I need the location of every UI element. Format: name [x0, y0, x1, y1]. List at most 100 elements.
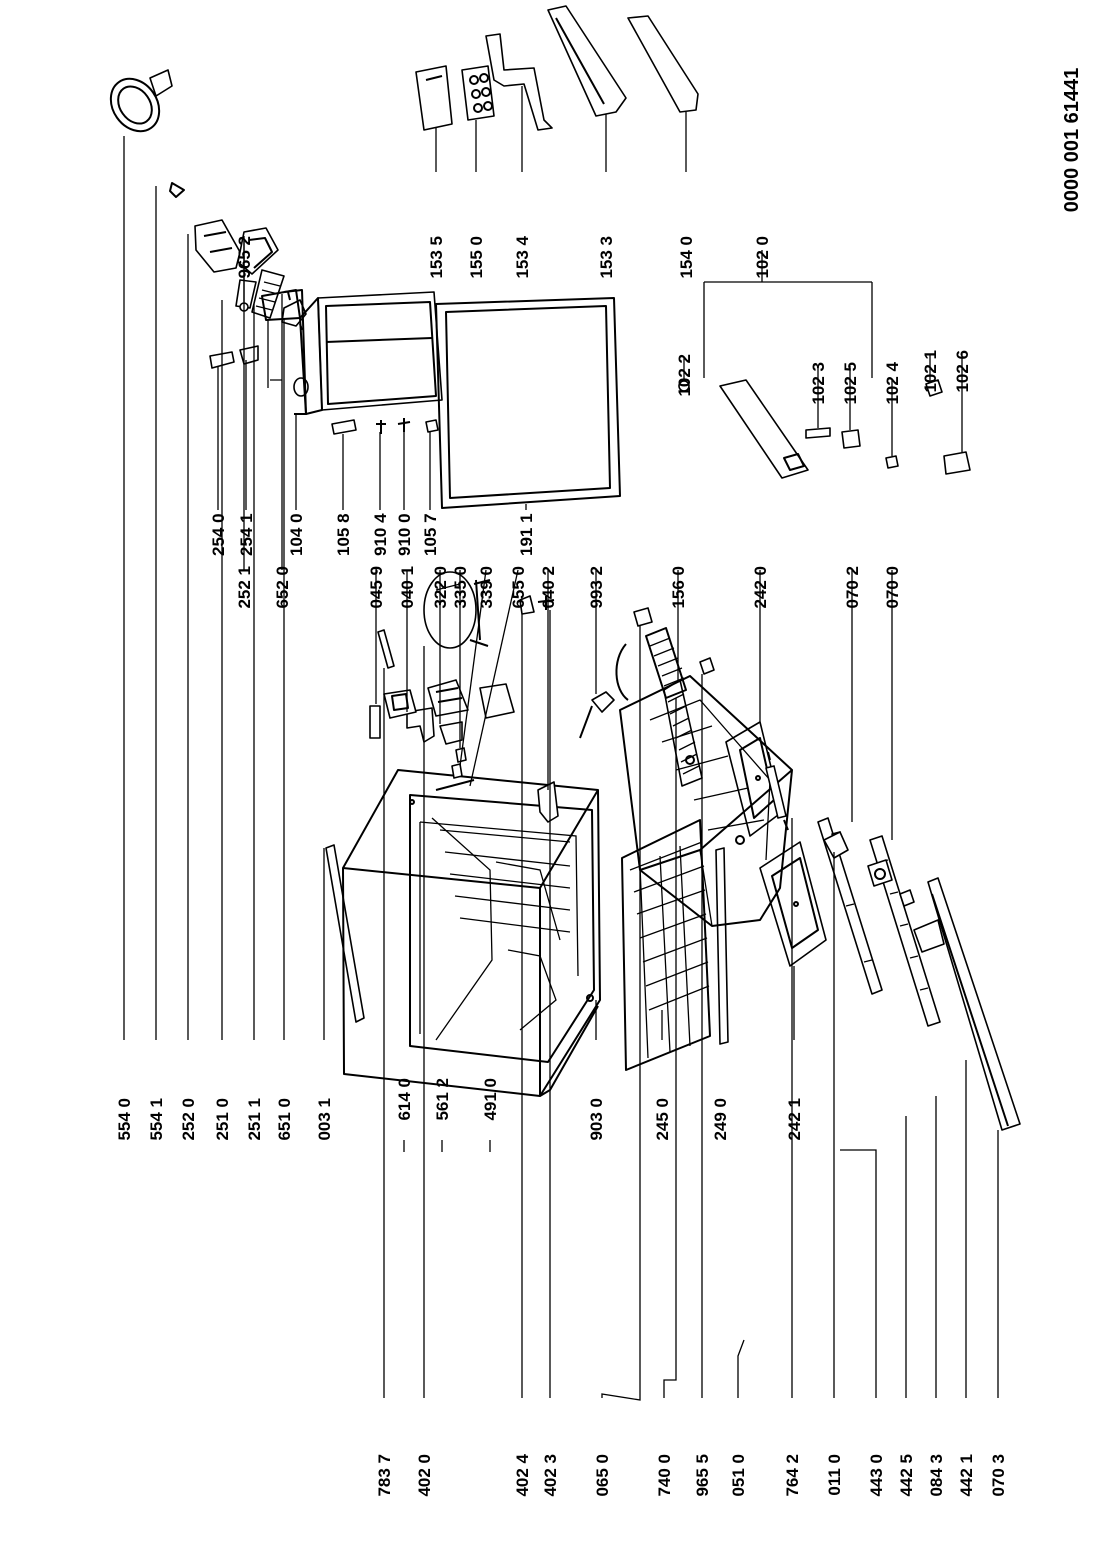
label-910-0: 910 0 — [395, 513, 414, 556]
label-254-0: 254 0 — [209, 513, 228, 556]
part-070-0-rail — [869, 835, 941, 1027]
part-drawings — [109, 5, 1021, 1131]
label-070-3: 070 3 — [989, 1454, 1008, 1497]
part-051-0-base — [619, 675, 793, 927]
label-335-0: 335 0 — [451, 566, 470, 609]
part-442-5 — [867, 859, 893, 887]
label-740-0: 740 0 — [655, 1454, 674, 1497]
label-764-2: 764 2 — [783, 1454, 802, 1497]
part-655-0-part — [435, 779, 475, 791]
label-065-0: 065 0 — [593, 1454, 612, 1497]
part-402-3 — [537, 596, 555, 610]
label-402-4: 402 4 — [513, 1453, 532, 1496]
label-442-5: 442 5 — [897, 1454, 916, 1497]
label-561-2: 561 2 — [433, 1078, 452, 1121]
label-153-4: 153 4 — [513, 235, 532, 278]
part-442-1-bracket — [913, 919, 945, 953]
part-783-7 — [377, 629, 395, 669]
label-402-3: 402 3 — [541, 1454, 560, 1497]
part-554-1-bracket — [169, 182, 185, 198]
label-156-0: 156 0 — [669, 566, 688, 609]
label-903-0: 903 0 — [587, 1098, 606, 1141]
label-655-0: 655 0 — [509, 566, 528, 609]
label-070-0: 070 0 — [883, 566, 902, 609]
part-965-5 — [699, 657, 715, 675]
label-154-0: 154 0 — [677, 236, 696, 279]
label-554-0: 554 0 — [115, 1098, 134, 1141]
label-045-9: 045 9 — [367, 566, 386, 609]
label-102-3: 102 3 — [809, 362, 828, 405]
label-322-0: 322 0 — [431, 566, 450, 609]
part-102-6 — [943, 451, 971, 475]
part-402-0-compressor — [423, 571, 491, 649]
label-102-1: 102 1 — [921, 350, 940, 393]
part-249-0-strip — [715, 847, 729, 1045]
label-254-1: 254 1 — [237, 513, 256, 556]
part-104-0-door — [261, 289, 443, 415]
leader-lines — [123, 86, 999, 1401]
part-554-0-fan — [109, 69, 173, 133]
label-102-2: 102 2 — [675, 354, 694, 397]
label-965-2: 965 2 — [235, 236, 254, 279]
label-491-0: 491 0 — [481, 1078, 500, 1121]
label-614-0: 614 0 — [395, 1078, 414, 1121]
part-003-1-strip — [325, 844, 365, 1023]
part-105-7 — [425, 419, 439, 433]
label-105-8: 105 8 — [334, 513, 353, 556]
part-254-1-handle-part — [239, 345, 259, 365]
part-102-5 — [841, 429, 861, 449]
label-783-7: 783 7 — [375, 1454, 394, 1497]
part-102-2 — [678, 380, 690, 392]
label-402-0: 402 0 — [415, 1454, 434, 1497]
part-102-3 — [805, 427, 831, 439]
label-993-2: 993 2 — [587, 566, 606, 609]
part-402-4 — [519, 595, 535, 615]
label-443-0: 443 0 — [867, 1454, 886, 1497]
part-252-1-cover — [237, 227, 279, 275]
label-251-0: 251 0 — [213, 1098, 232, 1141]
label-652-0: 652 0 — [273, 566, 292, 609]
label-339-0: 339 0 — [477, 566, 496, 609]
part-labels: 554 0 554 1 252 0 251 0 251 1 651 0 003 … — [115, 235, 1008, 1496]
part-910-0 — [397, 418, 411, 432]
part-245-0-shelf — [621, 819, 711, 1071]
part-153-4-shelf — [485, 33, 553, 131]
label-040-1: 040 1 — [398, 566, 417, 609]
part-252-0-lamp-housing — [194, 219, 241, 273]
label-011-0: 011 0 — [825, 1454, 844, 1496]
label-102-5: 102 5 — [841, 362, 860, 405]
label-102-4: 102 4 — [883, 361, 902, 404]
label-252-0: 252 0 — [179, 1098, 198, 1141]
label-651-0: 651 0 — [275, 1098, 294, 1141]
label-104-0: 104 0 — [287, 513, 306, 556]
part-740-0-condenser — [615, 627, 687, 701]
part-491-0 — [479, 683, 515, 719]
part-070-3-panel — [927, 877, 1021, 1131]
label-003-1: 003 1 — [315, 1098, 334, 1141]
label-153-3: 153 3 — [597, 236, 616, 279]
label-249-0: 249 0 — [711, 1098, 730, 1141]
part-084-3 — [899, 889, 915, 907]
cabinet-body — [342, 769, 601, 1097]
label-191-1: 191 1 — [517, 513, 536, 556]
label-554-1: 554 1 — [147, 1098, 166, 1141]
part-102-1 — [925, 379, 943, 397]
part-251-0-switch — [235, 279, 257, 309]
label-102-6: 102 6 — [953, 350, 972, 393]
label-252-1: 252 1 — [235, 566, 254, 609]
part-045-9-pin — [369, 705, 381, 739]
label-084-3: 084 3 — [927, 1454, 946, 1497]
part-993-2-sensor — [579, 691, 615, 739]
part-191-1-gasket — [435, 297, 621, 509]
label-153-5: 153 5 — [427, 236, 446, 279]
label-102-0: 102 0 — [753, 236, 772, 279]
part-910-4 — [376, 420, 386, 434]
label-442-1: 442 1 — [957, 1454, 976, 1497]
part-102-0-cover — [719, 379, 809, 479]
part-154-0-shelf — [627, 15, 699, 113]
label-051-0: 051 0 — [729, 1454, 748, 1497]
part-105-8 — [331, 419, 357, 435]
part-242-1-crisper — [759, 841, 827, 967]
label-245-0: 245 0 — [653, 1098, 672, 1141]
